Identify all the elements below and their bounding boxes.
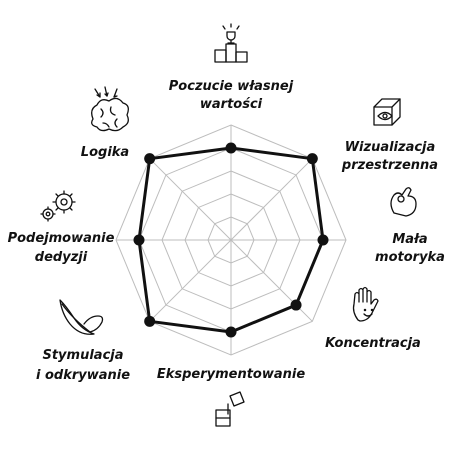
data-point-stymulacja-i-odkrywanie (144, 315, 156, 327)
axis-label-wizualizacja-1: Wizualizacja (345, 140, 436, 155)
data-point-ma-a-motoryka (317, 234, 329, 246)
data-point-eksperymentowanie (225, 326, 237, 338)
smiling-hand-icon (352, 286, 379, 322)
axis-label-poczucie-1: Poczucie własnej (169, 79, 294, 94)
axis-label-poczucie-2: wartości (200, 97, 263, 112)
axis-spoke-wizualizacja-przestrzenna (230, 158, 313, 241)
axis-label-stymulacja-2: i odkrywanie (36, 368, 130, 383)
hand-feather-icon (59, 299, 104, 335)
axis-label-wizualizacja-2: przestrzenna (341, 158, 438, 173)
axis-label-eksperymentowanie: Eksperymentowanie (157, 367, 306, 382)
axis-label-logika: Logika (81, 145, 129, 160)
brain-icon (91, 86, 129, 132)
gears-icon (40, 190, 76, 222)
data-point-podejmowanie-dedyzji (133, 234, 145, 246)
axis-label-podejmowanie-2: dedyzji (35, 250, 88, 265)
radar-series (133, 142, 329, 338)
hand-pinch-icon (390, 187, 417, 217)
axis-label-podejmowanie-1: Podejmowanie (8, 231, 115, 246)
podium-trophy-icon (214, 23, 248, 63)
radar-grid (115, 124, 347, 356)
data-point-poczucie-w-asnej-wartos-ci (225, 142, 237, 154)
axis-labels: Poczucie własnej wartości Wizualizacja p… (8, 79, 445, 383)
axis-spoke-stymulacja-i-odkrywanie (149, 239, 232, 322)
axis-label-koncentracja: Koncentracja (325, 336, 421, 351)
data-point-wizualizacja-przestrzenna (306, 153, 318, 165)
axis-label-stymulacja-1: Stymulacja (42, 348, 123, 363)
pouring-beaker-icon (215, 391, 245, 427)
data-point-logika (144, 153, 156, 165)
axis-label-mala-1: Mała (392, 232, 427, 247)
data-point-koncentracja (290, 299, 302, 311)
axis-spoke-logika (149, 158, 232, 241)
axis-label-mala-2: motoryka (375, 250, 445, 265)
eye-cube-icon (373, 98, 401, 126)
